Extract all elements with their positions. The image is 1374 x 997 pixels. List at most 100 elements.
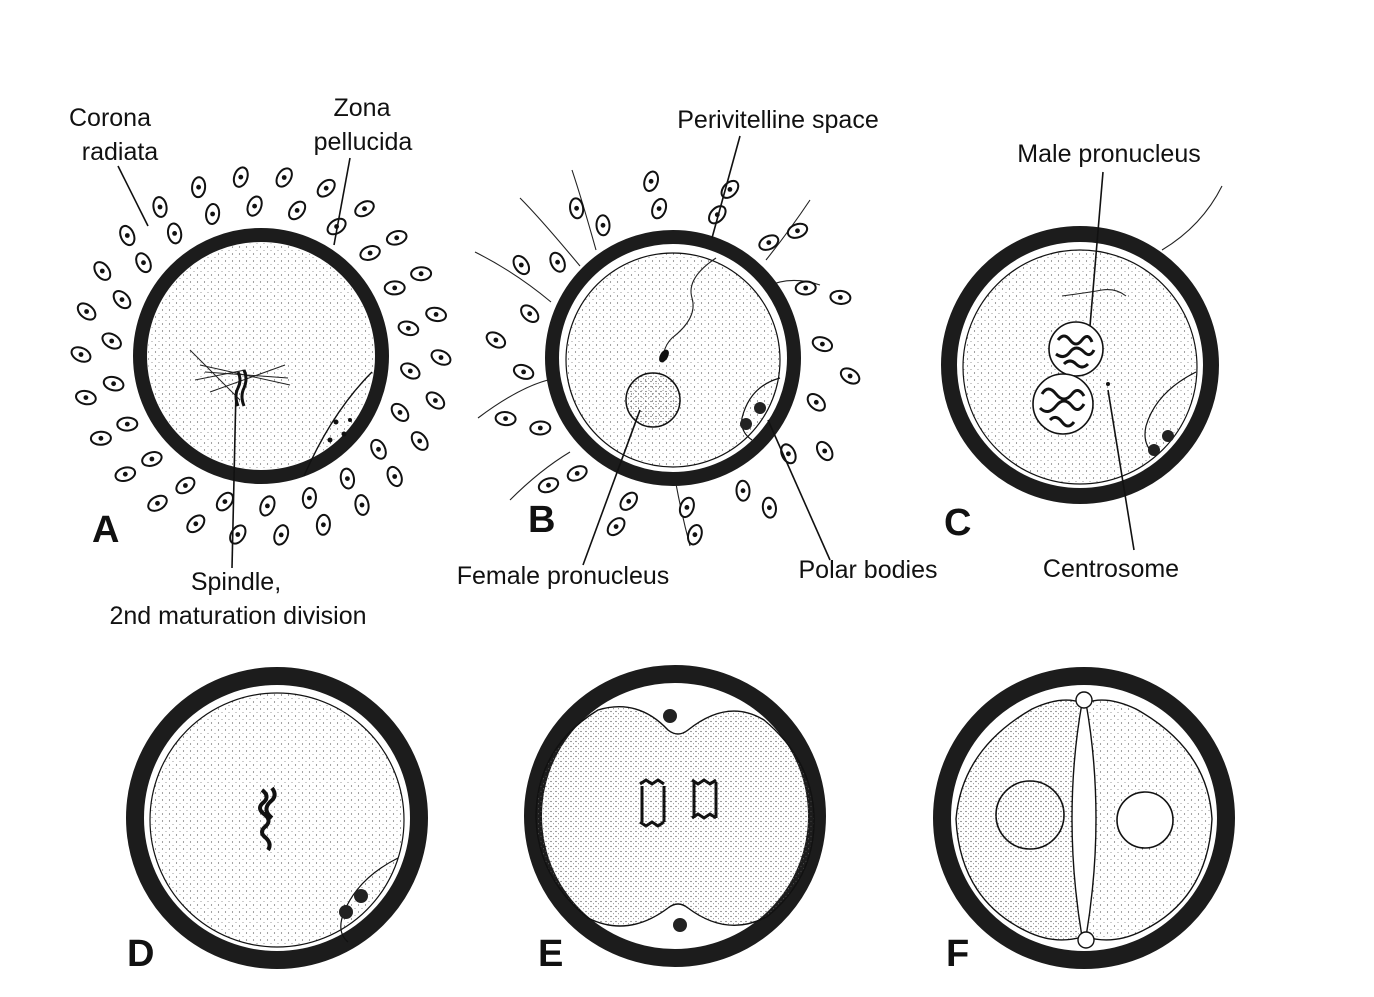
panel-letter-c: C bbox=[944, 502, 971, 544]
zona-pellucida-label-2: pellucida bbox=[314, 128, 413, 156]
follicle-cell-nucleus bbox=[813, 399, 819, 405]
centrosome bbox=[1106, 382, 1110, 386]
zona-pellucida bbox=[941, 226, 1219, 504]
zona-pellucida-leader bbox=[333, 157, 351, 246]
male-pronucleus-leader bbox=[1089, 171, 1104, 327]
panel-letter-b: B bbox=[528, 499, 555, 541]
follicle-cell-nucleus bbox=[265, 503, 270, 509]
spindle-label-2: 2nd maturation division bbox=[109, 602, 366, 630]
follicle-cell-nucleus bbox=[345, 476, 350, 481]
follicle-cell-nucleus bbox=[397, 410, 403, 415]
follicle-cell-nucleus bbox=[727, 187, 733, 192]
follicle-cell-nucleus bbox=[433, 312, 439, 317]
polar-bodies-leader bbox=[767, 419, 831, 561]
follicle-cell-nucleus bbox=[574, 205, 579, 211]
follicle-cell-nucleus bbox=[521, 369, 526, 375]
follicle-cell-nucleus bbox=[238, 174, 244, 180]
sperm-head bbox=[659, 349, 669, 363]
follicle-cell-nucleus bbox=[767, 505, 772, 511]
corona-radiata-cells bbox=[70, 166, 452, 546]
follicle-cell-nucleus bbox=[252, 203, 257, 209]
follicle-cell-nucleus bbox=[99, 268, 105, 274]
anaphase-chromosomes-right bbox=[691, 778, 718, 820]
follicle-cell-nucleus bbox=[766, 240, 772, 246]
follicle-cell-nucleus bbox=[376, 446, 381, 452]
centrosome-leader bbox=[1107, 389, 1135, 551]
polar-bodies bbox=[1148, 430, 1174, 456]
follicle-cell-nucleus bbox=[518, 262, 524, 268]
corona-radiata-label-1: Corona bbox=[69, 104, 151, 132]
follicle-cell-nucleus bbox=[786, 451, 791, 457]
polar-body-top bbox=[1075, 691, 1093, 709]
follicle-cell-nucleus bbox=[83, 395, 89, 400]
panel-f: F bbox=[933, 667, 1235, 975]
nucleus-right bbox=[1116, 791, 1174, 849]
zona-pellucida bbox=[545, 230, 801, 486]
panel-e: E bbox=[524, 665, 826, 975]
follicle-cell-nucleus bbox=[438, 355, 444, 360]
follicle-cell-nucleus bbox=[307, 495, 312, 501]
follicle-cell-nucleus bbox=[321, 522, 326, 528]
follicle-cell-nucleus bbox=[155, 500, 160, 506]
follicle-cell-nucleus bbox=[210, 211, 216, 217]
follicle-cell-nucleus bbox=[78, 352, 84, 357]
follicle-cell-nucleus bbox=[527, 311, 533, 317]
follicle-cell-nucleus bbox=[281, 175, 287, 180]
follicle-cell-nucleus bbox=[323, 185, 329, 191]
follicle-cell-nucleus bbox=[294, 208, 300, 213]
panel-letter-e: E bbox=[538, 933, 563, 975]
follicle-cell-nucleus bbox=[838, 295, 843, 300]
spindle-label-1: Spindle, bbox=[191, 568, 281, 596]
zygote bbox=[149, 692, 405, 948]
follicle-cell-nucleus bbox=[367, 250, 373, 256]
cleaving-zygote bbox=[535, 706, 815, 927]
oocyte bbox=[565, 252, 781, 468]
follicle-cell-nucleus bbox=[503, 416, 508, 421]
panel-d: D bbox=[126, 667, 428, 975]
follicle-cell-nucleus bbox=[362, 206, 367, 212]
follicle-cell-nucleus bbox=[141, 260, 146, 266]
follicle-cell-nucleus bbox=[124, 421, 130, 427]
centrosome-label: Centrosome bbox=[1043, 555, 1179, 583]
spindle-leader bbox=[231, 389, 237, 569]
female-pronucleus bbox=[625, 372, 681, 428]
follicle-cell-nucleus bbox=[119, 297, 125, 302]
polar-bodies-label: Polar bodies bbox=[799, 556, 938, 584]
follicle-cell-nucleus bbox=[795, 228, 800, 234]
polar-body-bottom bbox=[673, 918, 687, 932]
follicle-cell-nucleus bbox=[847, 373, 853, 379]
zona-pellucida bbox=[524, 665, 826, 967]
panel-letter-a: A bbox=[92, 509, 119, 551]
polar-bodies bbox=[740, 402, 766, 430]
follicle-cell-nucleus bbox=[149, 456, 155, 462]
polar-body-chromosomes bbox=[327, 418, 352, 443]
female-pronucleus-leader bbox=[582, 409, 641, 566]
follicle-cell-nucleus bbox=[648, 178, 654, 184]
corona-radiata-leader bbox=[117, 165, 149, 227]
nucleus-left bbox=[995, 780, 1065, 850]
panel-c: Male pronucleus Centrosome C bbox=[941, 140, 1223, 583]
follicle-cell-nucleus bbox=[574, 471, 580, 476]
follicle-cell-nucleus bbox=[172, 231, 178, 236]
perivitelline-space-leader bbox=[711, 135, 741, 239]
polar-body-membrane bbox=[741, 377, 781, 441]
sperm-tail-inside bbox=[663, 257, 717, 353]
follicle-cell-nucleus bbox=[359, 502, 365, 508]
sperm-tail-inside bbox=[1061, 289, 1127, 297]
follicle-cell-nucleus bbox=[394, 235, 400, 241]
first-polar-body-outline bbox=[303, 371, 373, 477]
follicle-cell-nucleus bbox=[546, 482, 551, 488]
anaphase-chromosomes-left bbox=[639, 778, 666, 828]
polar-bodies bbox=[339, 889, 368, 919]
panel-b: Perivitelline space Female pronucleus Po… bbox=[457, 106, 938, 590]
follicle-cell-nucleus bbox=[684, 505, 690, 510]
zona-pellucida-label-1: Zona bbox=[334, 94, 391, 122]
follicle-cell-nucleus bbox=[392, 285, 398, 291]
perivitelline-space-label: Perivitelline space bbox=[677, 106, 879, 134]
follicle-cell-nucleus bbox=[157, 204, 163, 210]
follicle-cell-nucleus bbox=[222, 499, 228, 504]
corona-radiata-cells bbox=[485, 170, 861, 546]
polar-body-membrane bbox=[1144, 371, 1197, 455]
panel-a: Corona radiata Zona pellucida Spindle, 2… bbox=[69, 94, 452, 630]
follicle-cell-nucleus bbox=[555, 259, 560, 265]
